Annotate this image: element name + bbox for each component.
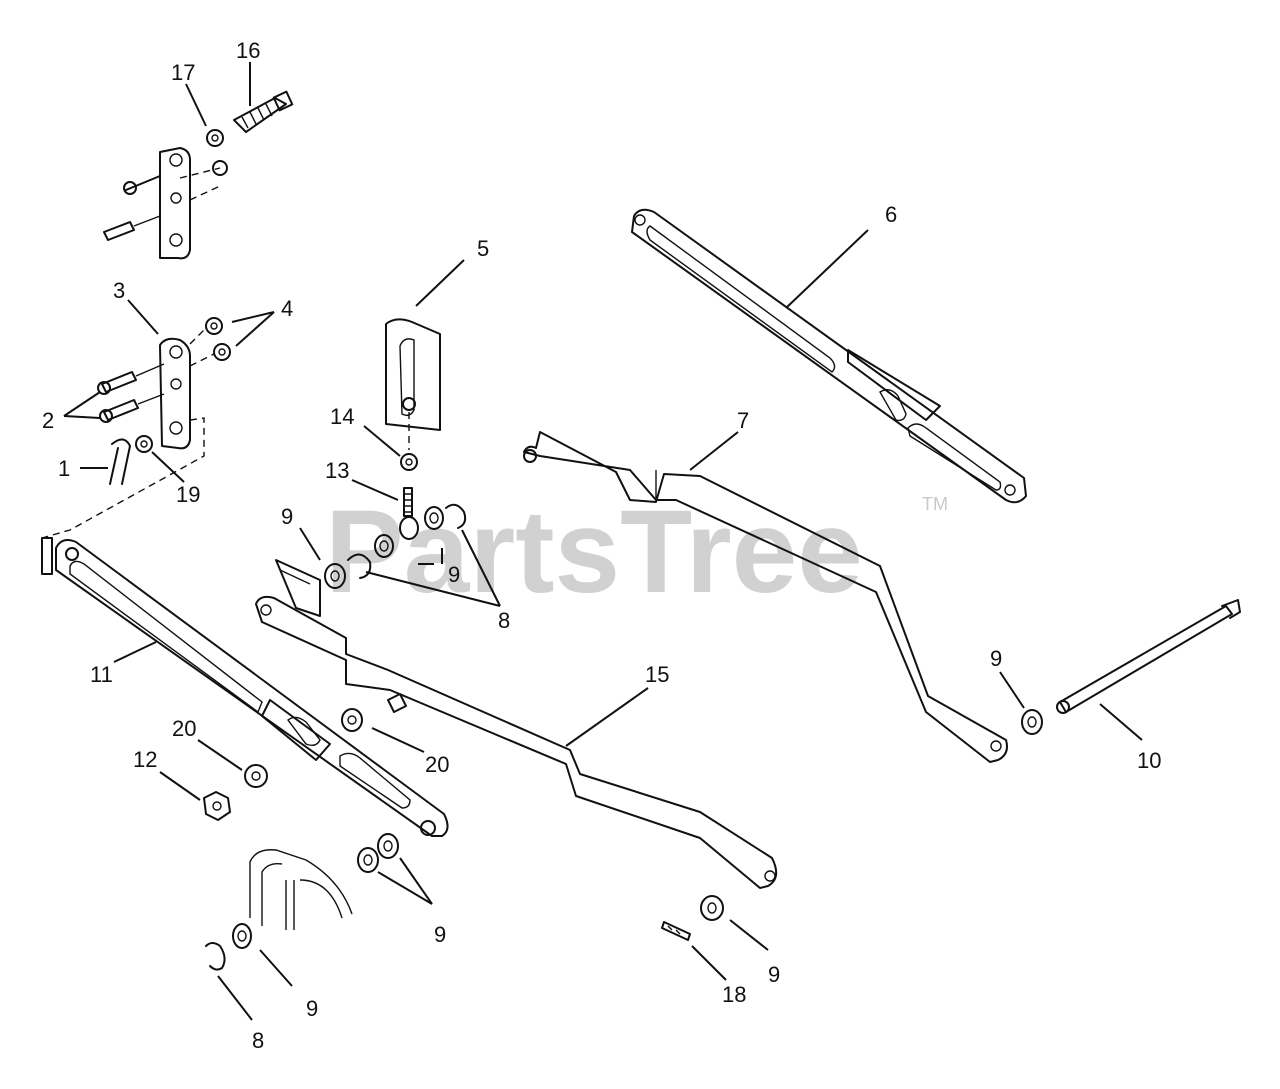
part-15-link[interactable]	[255, 559, 778, 889]
part-washer-19[interactable]	[135, 435, 153, 453]
watermark-text: PartsTree	[325, 486, 863, 618]
part-6-link[interactable]	[631, 208, 1027, 504]
callout-17: 17	[171, 60, 195, 85]
callout-labels: 16 17 3 4 5 6 2 1 19 14 13 7 9 9 8 11 15…	[42, 38, 1161, 1053]
callout-1: 1	[58, 456, 70, 481]
callout-19: 19	[176, 482, 200, 507]
callout-9-f: 9	[768, 962, 780, 987]
callout-15: 15	[645, 662, 669, 687]
part-washers-9-pair[interactable]	[357, 833, 399, 873]
callout-9-e: 9	[306, 996, 318, 1021]
callout-6: 6	[885, 202, 897, 227]
callout-8-a: 8	[498, 608, 510, 633]
callout-5: 5	[477, 236, 489, 261]
part-nut-14[interactable]	[400, 412, 418, 471]
part-11-link[interactable]	[55, 539, 449, 837]
callout-9-a: 9	[281, 504, 293, 529]
part-5-slotted-bracket[interactable]	[385, 318, 441, 431]
part-nut-17[interactable]	[206, 129, 224, 147]
callout-8-b: 8	[252, 1028, 264, 1053]
callout-20-b: 20	[425, 752, 449, 777]
part-7-link[interactable]	[523, 431, 1008, 763]
callout-16: 16	[236, 38, 260, 63]
part-washers-upper[interactable]	[324, 503, 467, 589]
part-clip-8-bottom[interactable]	[205, 942, 226, 971]
callout-18: 18	[722, 982, 746, 1007]
callout-11: 11	[90, 662, 113, 687]
callout-9-d: 9	[434, 922, 446, 947]
part-guard-plate[interactable]	[249, 849, 353, 930]
callout-7: 7	[737, 408, 749, 433]
callout-12: 12	[133, 747, 157, 772]
watermark-trademark: TM	[922, 494, 948, 514]
part-nuts-4[interactable]	[189, 317, 231, 367]
part-bolt-16[interactable]	[233, 90, 294, 133]
callout-10: 10	[1137, 748, 1161, 773]
part-pin-1[interactable]	[109, 438, 131, 485]
part-washer-20-center[interactable]	[341, 708, 363, 732]
part-bolts-2[interactable]	[97, 363, 165, 423]
part-pin-18[interactable]	[661, 921, 691, 941]
part-bracket-left[interactable]	[41, 537, 53, 575]
callout-3: 3	[113, 278, 125, 303]
part-bolt-13[interactable]	[403, 487, 413, 517]
part-washer-9-bottom[interactable]	[232, 923, 252, 949]
callout-14: 14	[330, 404, 354, 429]
callout-9-c: 9	[990, 646, 1002, 671]
callout-20-a: 20	[172, 716, 196, 741]
part-nut-12[interactable]	[203, 791, 231, 821]
part-washer-20-left[interactable]	[244, 764, 268, 788]
callout-13: 13	[325, 458, 349, 483]
callout-2: 2	[42, 408, 54, 433]
part-bracket-3[interactable]	[41, 337, 205, 539]
callout-4: 4	[281, 296, 293, 321]
part-10-rod[interactable]	[1056, 599, 1241, 714]
part-washer-9-lower-right[interactable]	[700, 895, 724, 921]
part-bracket-hardware[interactable]	[103, 160, 228, 241]
leader-lines	[63, 62, 1143, 1021]
part-upper-bracket[interactable]	[159, 147, 191, 260]
callout-9-b: 9	[448, 562, 460, 587]
part-washer-9-right[interactable]	[1021, 709, 1043, 735]
